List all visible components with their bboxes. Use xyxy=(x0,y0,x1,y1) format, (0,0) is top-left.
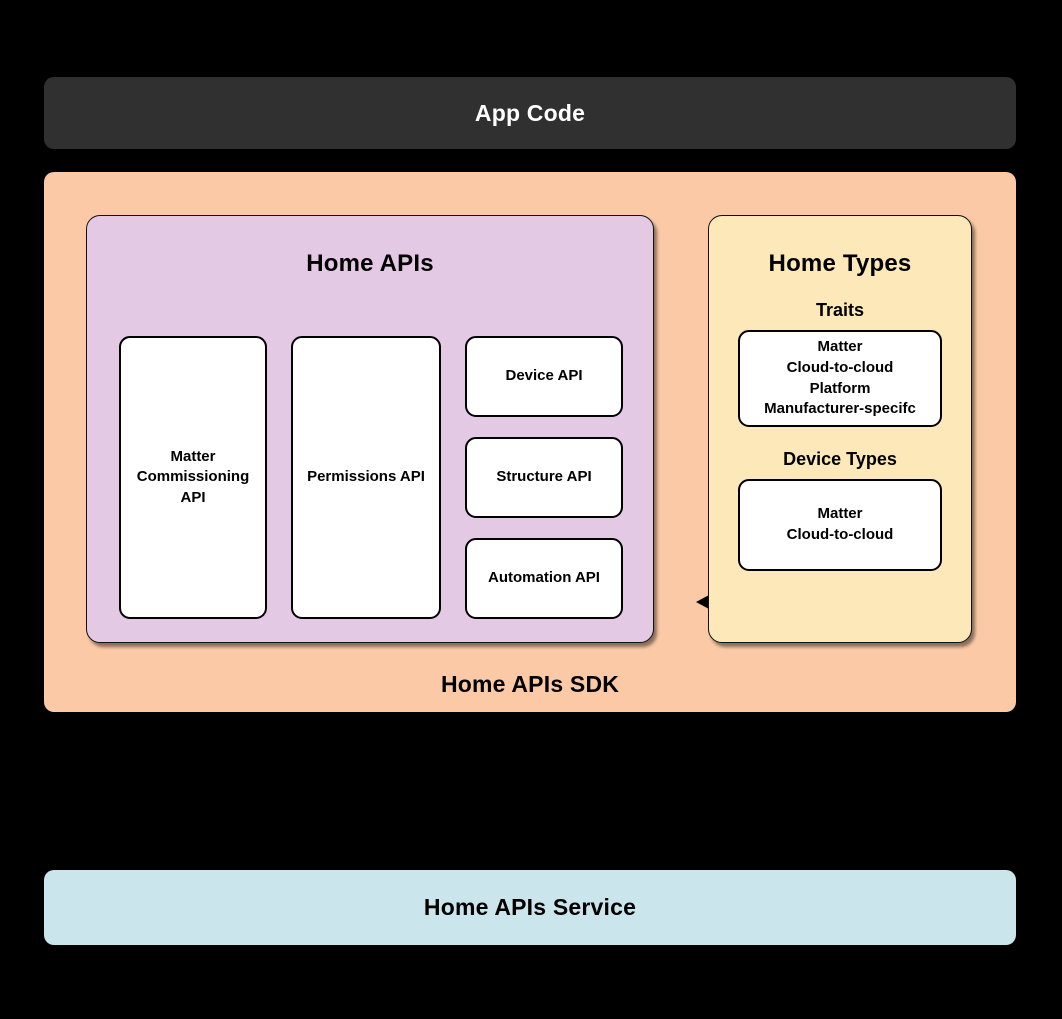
home-apis-sdk-label: Home APIs SDK xyxy=(440,671,620,697)
device-api-label: Device API xyxy=(505,367,583,385)
home-apis-service-block: Home APIs Service xyxy=(44,870,1016,945)
matter-commissioning-api-box: Matter Commissioning API xyxy=(119,336,267,619)
traits-heading: Traits xyxy=(815,300,865,320)
structure-api-box: Structure API xyxy=(465,437,623,518)
home-types-panel: Home Types Traits Matter Cloud-to-cloud … xyxy=(708,215,972,643)
permissions-api-box: Permissions API xyxy=(291,336,441,619)
permissions-api-label: Permissions API xyxy=(307,468,425,486)
home-apis-sdk-container: Home APIs Matter Commissioning API Permi… xyxy=(44,172,1016,712)
home-apis-panel: Home APIs Matter Commissioning API Permi… xyxy=(86,215,654,643)
structure-api-label: Structure API xyxy=(496,468,592,486)
device-types-heading: Device Types xyxy=(783,449,897,469)
device-types-box: Matter Cloud-to-cloud xyxy=(738,479,942,571)
device-api-box: Device API xyxy=(465,336,623,417)
traits-box: Matter Cloud-to-cloud Platform Manufactu… xyxy=(738,330,942,427)
home-apis-service-label: Home APIs Service xyxy=(423,894,637,920)
app-code-block: App Code xyxy=(44,77,1016,149)
home-types-title: Home Types xyxy=(768,250,912,277)
automation-api-label: Automation API xyxy=(488,569,600,587)
device-types-items-label: Matter Cloud-to-cloud xyxy=(786,505,894,543)
automation-api-box: Automation API xyxy=(465,538,623,619)
app-code-label: App Code xyxy=(474,99,586,126)
api-box-stack: Device API Structure API Automation API xyxy=(465,336,623,619)
home-apis-box-row: Matter Commissioning API Permissions API… xyxy=(119,336,623,619)
traits-items-label: Matter Cloud-to-cloud Platform Manufactu… xyxy=(764,338,916,418)
home-apis-title: Home APIs xyxy=(306,250,434,277)
matter-commissioning-api-label: Matter Commissioning API xyxy=(136,448,250,506)
